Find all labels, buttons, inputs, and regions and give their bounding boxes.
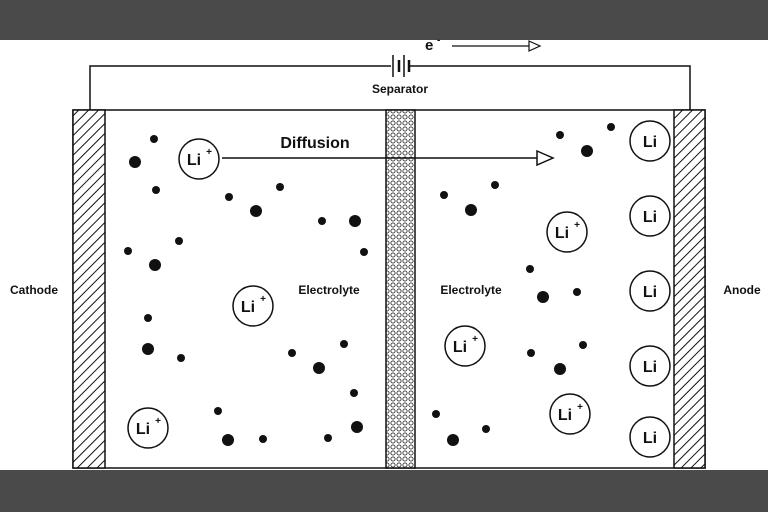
cathode-electrode xyxy=(72,109,106,469)
li-atom-symbol: Li xyxy=(643,430,657,447)
li-atom: Li xyxy=(629,416,671,458)
li-atom-symbol: Li xyxy=(643,359,657,376)
particle xyxy=(432,410,440,418)
particle xyxy=(465,204,477,216)
li-ion-charge: + xyxy=(155,416,161,427)
particle xyxy=(579,341,587,349)
circuit-wire-right xyxy=(409,65,691,112)
li-ion-symbol: Li xyxy=(558,407,572,424)
li-ion: Li + xyxy=(127,407,169,449)
li-ion-charge: + xyxy=(472,334,478,345)
particle xyxy=(259,435,267,443)
top-frame-bar xyxy=(0,0,768,40)
electrolyte-particles xyxy=(124,123,615,446)
li-ion: Li + xyxy=(232,285,274,327)
separator-label: Separator xyxy=(372,82,428,96)
anode-label: Anode xyxy=(723,283,761,297)
particle xyxy=(440,191,448,199)
particle xyxy=(607,123,615,131)
li-atom-symbol: Li xyxy=(643,284,657,301)
li-atom-symbol: Li xyxy=(643,209,657,226)
bottom-frame-bar xyxy=(0,470,768,512)
li-ion-symbol: Li xyxy=(453,339,467,356)
diffusion-arrow xyxy=(222,149,555,167)
particle xyxy=(527,349,535,357)
particle xyxy=(526,265,534,273)
li-ion-charge: + xyxy=(206,147,212,158)
circuit-wire-left xyxy=(89,65,391,112)
li-ion: Li + xyxy=(178,138,220,180)
particle xyxy=(324,434,332,442)
electron-label: e xyxy=(425,37,433,54)
li-ion: Li + xyxy=(549,393,591,435)
li-ion: Li + xyxy=(444,325,486,367)
particle xyxy=(124,247,132,255)
li-ion-symbol: Li xyxy=(555,225,569,242)
li-ion-symbol: Li xyxy=(136,421,150,438)
electron-flow-arrow xyxy=(452,40,542,52)
particle xyxy=(129,156,141,168)
particle xyxy=(360,248,368,256)
particle xyxy=(482,425,490,433)
particle xyxy=(537,291,549,303)
anode-electrode xyxy=(673,109,706,469)
particle xyxy=(554,363,566,375)
particle xyxy=(351,421,363,433)
particle xyxy=(225,193,233,201)
particle xyxy=(288,349,296,357)
li-atom: Li xyxy=(629,270,671,312)
particle xyxy=(152,186,160,194)
particle xyxy=(175,237,183,245)
particle xyxy=(149,259,161,271)
particle xyxy=(556,131,564,139)
particle xyxy=(313,362,325,374)
li-ion-symbol: Li xyxy=(187,152,201,169)
particle xyxy=(349,215,361,227)
separator-membrane xyxy=(385,109,416,469)
electrolyte-right-label: Electrolyte xyxy=(440,283,502,297)
particle xyxy=(573,288,581,296)
electrolyte-left-label: Electrolyte xyxy=(298,283,360,297)
li-ion-charge: + xyxy=(260,294,266,305)
particle xyxy=(250,205,262,217)
particle xyxy=(214,407,222,415)
particle xyxy=(581,145,593,157)
cathode-label: Cathode xyxy=(10,283,58,297)
li-atom: Li xyxy=(629,195,671,237)
li-ion: Li + xyxy=(546,211,588,253)
particle xyxy=(318,217,326,225)
particle xyxy=(222,434,234,446)
particle xyxy=(276,183,284,191)
battery-symbol xyxy=(392,55,411,77)
particle xyxy=(447,434,459,446)
li-atom: Li xyxy=(629,345,671,387)
electron-charge: - xyxy=(437,35,440,46)
li-ion-charge: + xyxy=(577,402,583,413)
particle xyxy=(177,354,185,362)
particle xyxy=(491,181,499,189)
particle xyxy=(150,135,158,143)
li-ion-charge: + xyxy=(574,220,580,231)
li-atom-symbol: Li xyxy=(643,134,657,151)
particle xyxy=(350,389,358,397)
particle xyxy=(142,343,154,355)
particle xyxy=(340,340,348,348)
li-atom: Li xyxy=(629,120,671,162)
li-ion-symbol: Li xyxy=(241,299,255,316)
diffusion-label: Diffusion xyxy=(280,135,349,152)
particle xyxy=(144,314,152,322)
